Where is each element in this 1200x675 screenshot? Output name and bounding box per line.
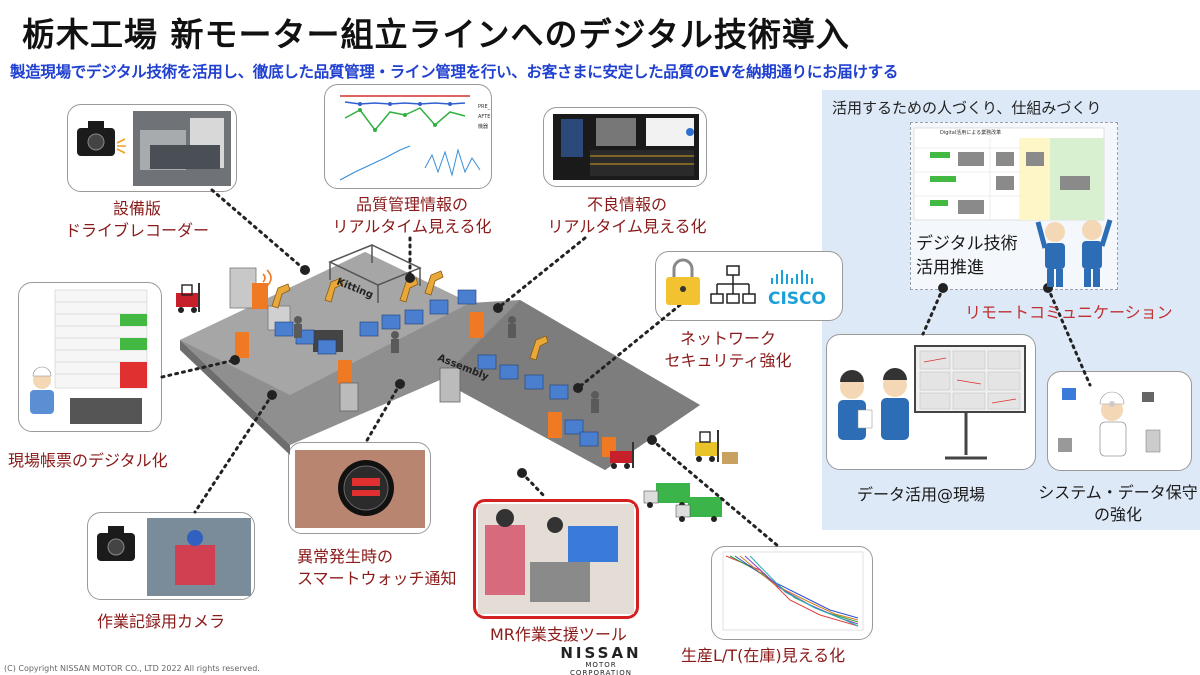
page-title: 栃木工場 新モーター組立ラインへのデジタル技術導入 [22, 15, 850, 54]
smartwatch-label: 異常発生時の スマートウォッチ通知 [297, 547, 457, 588]
document-title: Digital活用による業務改革 [940, 129, 1001, 136]
chart-legend-item: PRE_ [478, 104, 491, 110]
wifi-icon [262, 269, 272, 287]
drive-recorder-image [77, 111, 231, 186]
gantry-frames [328, 244, 422, 303]
connector-dots [230, 265, 1053, 478]
data-field-label: データ活用@現場 [857, 485, 986, 504]
quality-chart-image: PRE_ AFTE 機器 [339, 95, 491, 181]
digital-forms-label: 現場帳票のデジタル化 [8, 451, 168, 470]
drive-recorder-label: 設備版 ドライブレコーダー [64, 199, 210, 240]
data-field-image [838, 345, 1026, 460]
motor-units [274, 289, 599, 447]
connector-lines [160, 188, 1092, 548]
forklift-icon [176, 283, 200, 313]
cisco-logo-icon [771, 270, 813, 284]
mr-tool-image [478, 504, 634, 614]
defect-info-label: 不良情報の リアルタイム見える化 [547, 195, 707, 236]
copyright-text: (C) Copyright NISSAN MOTOR CO., LTD 2022… [4, 664, 260, 673]
cheering-workers-illustration [1035, 219, 1113, 287]
digital-promotion-label: デジタル技術 活用推進 [916, 234, 1018, 278]
robot-arms [271, 270, 549, 361]
network-topology-icon [710, 265, 756, 304]
production-lt-label: 生産L/T(在庫)見える化 [681, 646, 846, 665]
quality-info-label: 品質管理情報の リアルタイム見える化 [332, 195, 492, 236]
workers [294, 316, 599, 413]
chart-legend-item: 機器 [478, 123, 488, 130]
network-security-label: ネットワーク セキュリティ強化 [664, 329, 792, 370]
system-maint-label: システム・データ保守 の強化 [1038, 483, 1198, 524]
panel-title: 活用するための人づくり、仕組みづくり [832, 99, 1102, 117]
work-camera-image [97, 518, 251, 596]
brand-subtitle: MOTOR CORPORATION [570, 661, 632, 675]
cisco-logo-text: CISCO [768, 289, 826, 309]
network-security-image: CISCO [666, 258, 826, 309]
production-lt-image [722, 551, 864, 631]
digital-forms-image [30, 289, 148, 424]
mr-tool-label: MR作業支援ツール [490, 625, 627, 644]
smartwatch-image [295, 450, 425, 528]
truck-icon [643, 483, 690, 508]
system-maint-image [1058, 388, 1161, 457]
quality-chart-card [324, 84, 492, 189]
remote-comm-label: リモートコミュニケーション [965, 303, 1173, 322]
page-subtitle: 製造現場でデジタル技術を活用し、徹底した品質管理・ライン管理を行い、お客さまに安… [10, 63, 899, 81]
defect-info-image [553, 114, 699, 180]
forklift-icon [695, 430, 738, 464]
truck-icon [675, 497, 722, 522]
chart-legend-item: AFTE [478, 114, 490, 120]
forklift-icon [610, 442, 634, 469]
digital-improvement-document: Digital活用による業務改革 [913, 127, 1105, 221]
nissan-logo: NISSAN MOTOR CORPORATION [553, 646, 649, 675]
factory-floor [180, 252, 700, 470]
brand-name: NISSAN [560, 644, 642, 662]
work-camera-label: 作業記録用カメラ [97, 612, 226, 631]
